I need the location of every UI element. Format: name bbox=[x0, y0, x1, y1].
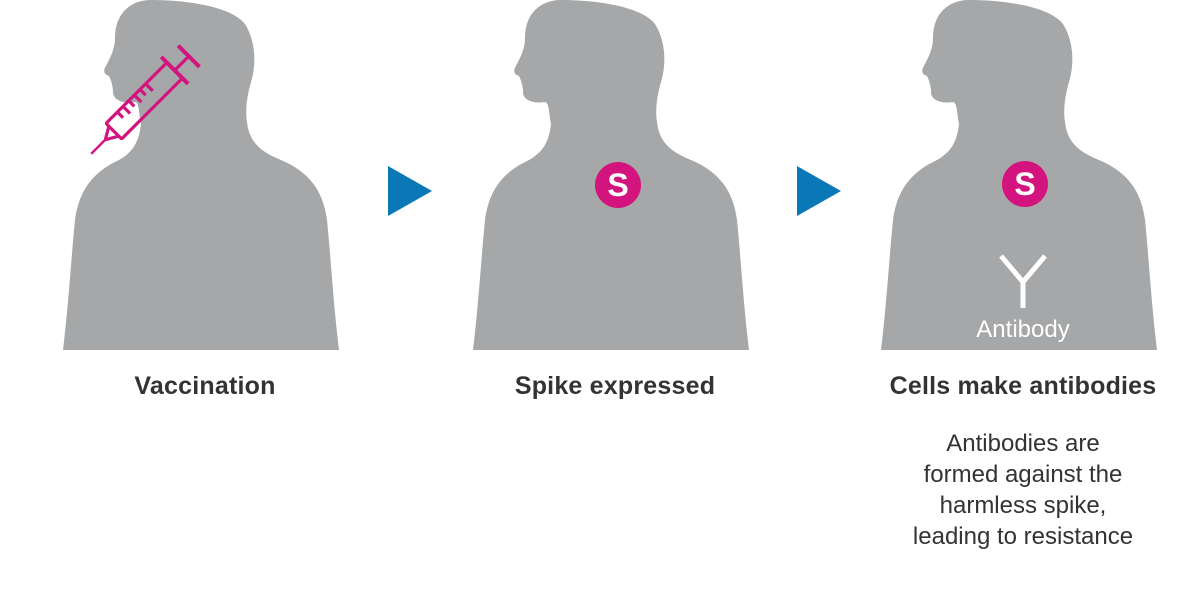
person-figure: S Antibody bbox=[873, 0, 1173, 360]
step-vaccination: Vaccination bbox=[55, 0, 355, 600]
step-spike-expressed: S Spike expressed bbox=[465, 0, 765, 600]
step-cells-make-antibodies: S Antibody Cells make antibodies Antibod… bbox=[873, 0, 1173, 600]
step-caption: Vaccination bbox=[134, 372, 276, 400]
spike-badge: S bbox=[595, 162, 641, 208]
description-line: Antibodies are bbox=[946, 430, 1100, 457]
step-caption: Spike expressed bbox=[514, 372, 716, 400]
antibody-label: Antibody bbox=[976, 316, 1070, 343]
person-figure: S bbox=[465, 0, 765, 360]
step-caption: Cells make antibodies bbox=[889, 372, 1157, 400]
description-line: formed against the bbox=[923, 461, 1123, 488]
antibody-icon bbox=[999, 254, 1047, 308]
spike-badge: S bbox=[1002, 161, 1048, 207]
syringe-icon bbox=[90, 44, 201, 155]
arrow-right-icon bbox=[797, 166, 841, 216]
step-description: Antibodies are formed against the harmle… bbox=[873, 428, 1173, 552]
person-figure bbox=[55, 0, 355, 360]
arrow-right-icon bbox=[388, 166, 432, 216]
description-line: leading to resistance bbox=[912, 523, 1134, 550]
description-line: harmless spike, bbox=[939, 492, 1107, 519]
